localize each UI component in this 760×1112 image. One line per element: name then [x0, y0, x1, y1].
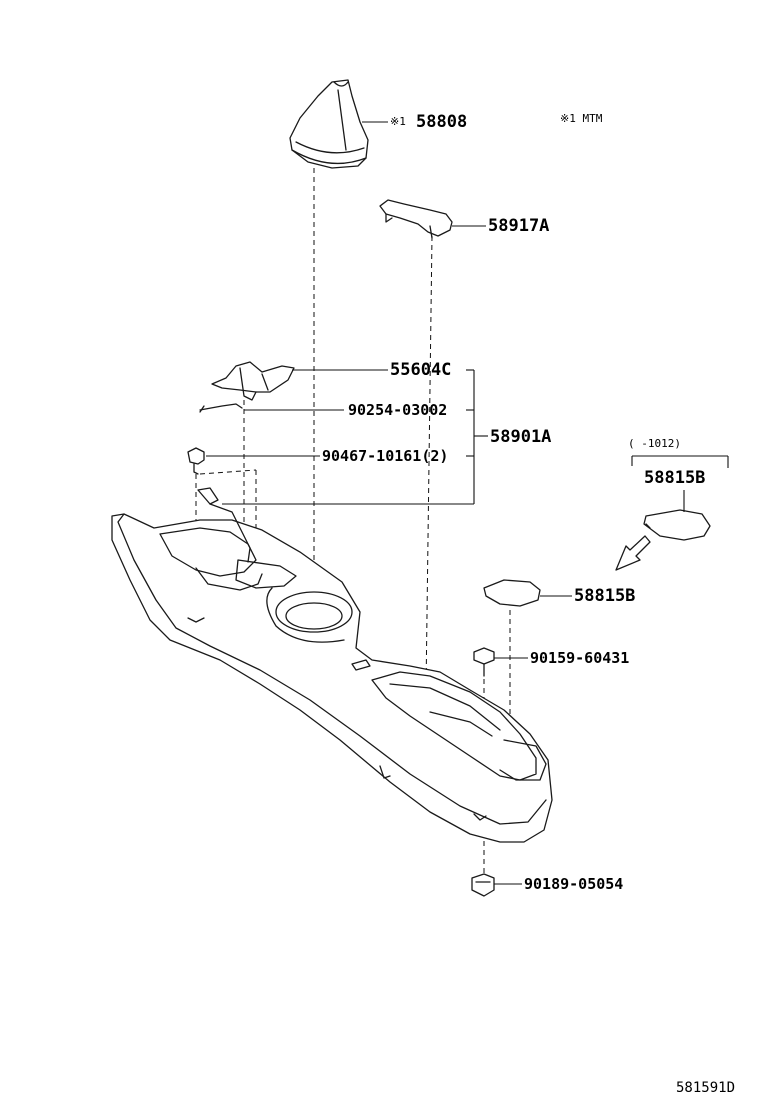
shift-boot-part[interactable]: [289, 79, 369, 169]
screw-90159-part[interactable]: [473, 647, 495, 677]
assembly-bracket: [222, 369, 488, 505]
mtm-note: ※1 MTM: [560, 112, 603, 125]
console-box-part[interactable]: [111, 487, 553, 843]
pad-upper-part[interactable]: [643, 509, 711, 541]
label-58815b-upper[interactable]: 58815B: [644, 468, 706, 488]
panel-55604c-part[interactable]: [211, 361, 295, 401]
panel-58917a-part[interactable]: [379, 199, 453, 239]
direction-arrow: [615, 535, 651, 571]
diagram-id: 581591D: [676, 1080, 736, 1096]
label-58901a[interactable]: 58901A: [490, 427, 552, 447]
date-range-bracket: [631, 455, 729, 468]
nut-90189-part[interactable]: [471, 873, 495, 897]
shift-boot-ref-mark: ※1: [390, 115, 406, 128]
label-58808[interactable]: 58808: [416, 112, 468, 132]
label-58815b-lower[interactable]: 58815B: [574, 586, 636, 606]
pad-lower-part[interactable]: [483, 579, 541, 607]
label-90159[interactable]: 90159-60431: [530, 649, 630, 667]
label-90467[interactable]: 90467-10161(2): [322, 447, 449, 465]
label-90189[interactable]: 90189-05054: [524, 875, 624, 893]
clip-90467-part[interactable]: [187, 447, 205, 475]
screw-90254-part[interactable]: [199, 403, 243, 413]
label-90254[interactable]: 90254-03002: [348, 401, 448, 419]
date-range-note: ( -1012): [628, 437, 681, 450]
label-58917a[interactable]: 58917A: [488, 216, 550, 236]
label-55604c[interactable]: 55604C: [390, 360, 452, 380]
